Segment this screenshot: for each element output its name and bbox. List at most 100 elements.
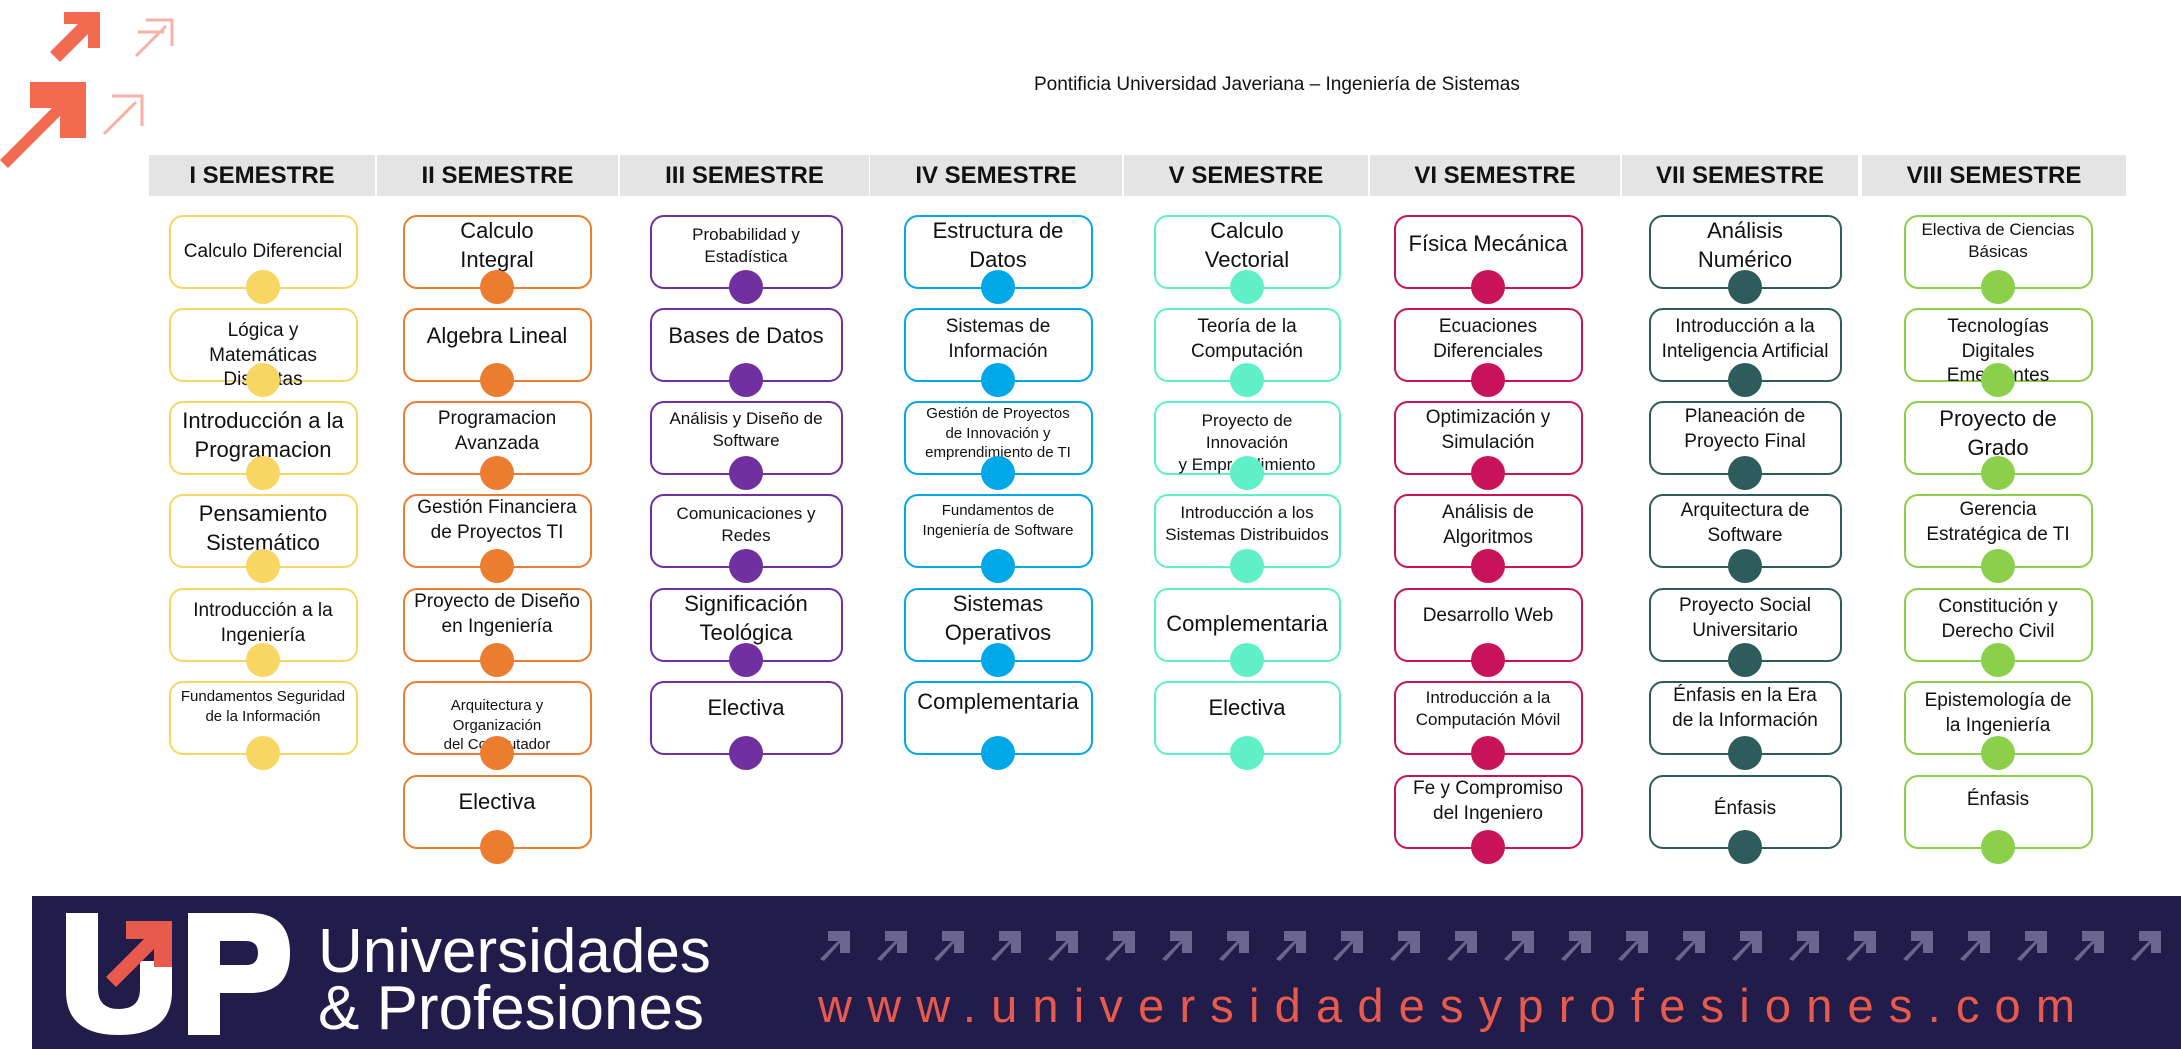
course-name: Énfasis [1713,798,1777,819]
course-name: Probabilidad y Estadística [692,225,800,267]
banner-arrow-icon [1732,931,1762,961]
course-dot [246,643,280,677]
course-dot [246,363,280,397]
semester-header: II SEMESTRE [377,155,618,196]
course-name: Fundamentos de Ingeniería de Software [922,502,1074,539]
course-name: Calculo Vectorial [1204,218,1290,272]
course-name: Electiva [458,789,536,814]
course-name: Pensamiento Sistemático [198,501,328,555]
course-name: Significación Teológica [684,591,808,645]
course-dot [1471,456,1505,490]
course-dot [1981,363,2015,397]
course-dot [1981,549,2015,583]
course-name: Física Mecánica [1408,231,1568,256]
course-card: Calculo Vectorial [1153,215,1341,289]
banner-arrow-icon [1105,931,1135,961]
course-name: Gestión Financiera de Proyectos TI [417,497,577,543]
course-name: Bases de Datos [668,323,824,348]
course-dot [1471,363,1505,397]
course-card: Programacion Avanzada [402,401,592,475]
banner-arrow-icon [1903,931,1933,961]
course-dot [480,736,514,770]
banner-arrow-icon [1390,931,1420,961]
course-dot [1728,363,1762,397]
course-name: Desarrollo Web [1422,605,1554,626]
semester-header: III SEMESTRE [620,155,869,196]
banner-arrow-icon [934,931,964,961]
semester-header: V SEMESTRE [1124,155,1368,196]
course-dot [480,456,514,490]
course-name: Proyecto de Grado [1939,406,2057,460]
semester-header: VIII SEMESTRE [1862,155,2126,196]
course-name: Electiva [707,695,785,720]
course-name: Ecuaciones Diferenciales [1433,316,1543,362]
banner-arrow-icon [1276,931,1306,961]
banner-arrow-icon [1846,931,1876,961]
course-dot [1471,830,1505,864]
course-name: Introducción a la Ingeniería [193,600,333,646]
banner-arrow-icon [2074,931,2104,961]
course-name: Introducción a los Sistemas Distribuidos [1165,503,1329,545]
course-dot [1981,270,2015,304]
course-dot [1471,643,1505,677]
course-name: Introducción a la Programacion [182,408,344,462]
course-name: Fundamentos Seguridad de la Información [180,688,346,725]
course-card: Lógica y Matemáticas Discretas [168,308,358,390]
course-dot [1728,456,1762,490]
course-name: Estructura de Datos [932,218,1064,272]
course-dot [981,270,1015,304]
course-dot [729,643,763,677]
semester-header: I SEMESTRE [149,155,375,196]
course-dot [480,830,514,864]
course-dot [480,270,514,304]
course-dot [1230,363,1264,397]
banner-arrow-icon [1219,931,1249,961]
course-dot [1981,736,2015,770]
website-link[interactable]: www.universidadesyprofesiones.com [818,979,2091,1032]
course-name: Gerencia Estratégica de TI [1926,499,2070,545]
course-name: Proyecto de Diseño en Ingeniería [414,591,580,637]
course-name: Énfasis [1966,789,2030,810]
course-dot [1981,456,2015,490]
course-dot [729,549,763,583]
brand-banner [32,896,2181,1049]
course-card: Calculo Diferencial [168,215,358,289]
course-dot [1230,456,1264,490]
course-name: Calculo Diferencial [183,241,343,262]
course-dot [1728,736,1762,770]
brand-name-line2: & Profesiones [318,974,704,1043]
banner-arrow-icon [820,931,850,961]
banner-arrow-icon [1675,931,1705,961]
course-dot [981,456,1015,490]
banner-arrow-icon [1447,931,1477,961]
course-dot [729,270,763,304]
course-dot [981,736,1015,770]
course-dot [1981,830,2015,864]
course-name: Énfasis en la Era de la Información [1672,685,1818,731]
banner-arrow-icon [1333,931,1363,961]
course-dot [1471,270,1505,304]
course-dot [729,736,763,770]
course-dot [480,363,514,397]
course-name: Electiva de Ciencias Básicas [1921,220,2075,262]
semester-header: IV SEMESTRE [870,155,1122,196]
course-dot [1981,643,2015,677]
decorative-arrows-icon [0,12,174,168]
course-dot [1728,549,1762,583]
course-name: Sistemas de Información [945,316,1051,362]
course-dot [1471,736,1505,770]
course-name: Análisis Numérico [1697,218,1793,272]
brand-name-line1: Universidades [318,917,711,986]
course-name: Optimización y Simulación [1425,407,1551,453]
course-name: Complementaria [917,689,1079,714]
banner-arrow-icon [1561,931,1591,961]
course-name: Algebra Lineal [426,323,568,348]
course-name: Complementaria [1166,611,1328,636]
course-name: Comunicaciones y Redes [676,504,816,546]
banner-arrow-icon [1789,931,1819,961]
course-name: Análisis de Algoritmos [1442,502,1534,548]
course-dot [480,643,514,677]
course-dot [246,456,280,490]
banner-arrow-icon [877,931,907,961]
course-name: Introducción a la Inteligencia Artificia… [1661,316,1829,362]
